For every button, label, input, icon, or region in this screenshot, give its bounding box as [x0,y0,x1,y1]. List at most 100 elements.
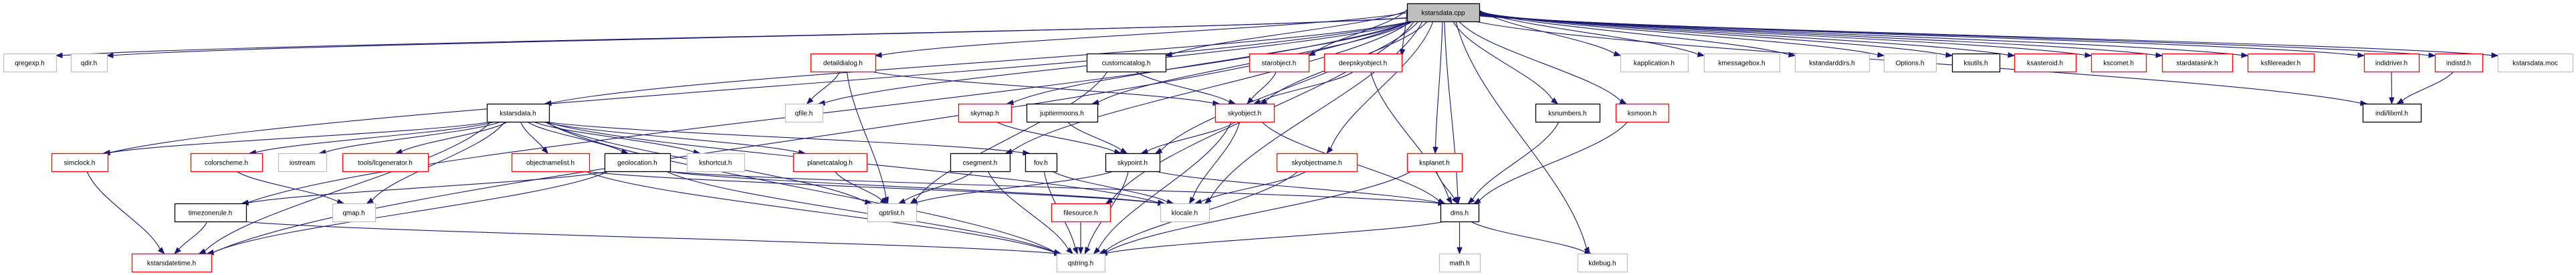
arrowhead-icon [1247,97,1254,105]
node-label: jupitermoons.h [1039,110,1084,118]
arrowhead-icon [1446,196,1453,205]
edge-deepskyobject-h-to-skyobject-h [1253,71,1354,105]
node-label: indidriver.h [2375,60,2407,68]
node-label: kstarsdata.moc [2512,60,2558,68]
node-ksnumbers-h[interactable]: ksnumbers.h [1535,103,1601,123]
node-filesource-h[interactable]: filesource.h [1051,203,1111,223]
node-jupitermoons-h[interactable]: jupitermoons.h [1026,103,1099,123]
node-box [2497,53,2574,73]
node-customcatalog-h[interactable]: customcatalog.h [1086,53,1167,73]
node-qdir-h: qdir.h [70,53,108,73]
arrowhead-icon [1140,148,1149,155]
node-ksfilereader-h[interactable]: ksfilereader.h [2247,53,2315,73]
edge-line [2401,71,2454,101]
node-stardatasink-h[interactable]: stardatasink.h [2161,53,2234,73]
edge-line [1479,15,2492,56]
node-colorscheme-h[interactable]: colorscheme.h [190,153,263,173]
node-label: kstarsdata.cpp [1421,10,1465,17]
node-kscomet-h[interactable]: kscomet.h [2090,53,2147,73]
arrowhead-icon [1697,51,1705,58]
arrowhead-icon [198,248,207,254]
edge-kstarsdata-h-to-qmap-h [366,121,506,204]
node-ksplanet-h[interactable]: ksplanet.h [1406,153,1463,173]
node-label: ksnumbers.h [1548,110,1586,118]
node-kstarsdata-h[interactable]: kstarsdata.h [486,103,550,123]
node-kstandarddirs-h: kstandarddirs.h [1794,53,1870,73]
edge-line [1479,121,1628,201]
node-geolocation-h[interactable]: geolocation.h [604,153,671,173]
node-label: objectnamelist.h [526,160,574,167]
node-label: stardatasink.h [2176,60,2218,68]
node-label: planetcatalog.h [807,160,853,167]
edge-kstarsdata-cpp-to-deepskyobject-h [1399,9,1408,57]
node-box [792,153,868,173]
edge-line [584,171,1055,253]
node-detaildialog-h[interactable]: detaildialog.h [810,53,877,73]
edge-kstarsdata-h-to-iostream [318,121,501,155]
node-box [604,153,671,173]
edge-line [533,121,694,153]
edge-line [1147,121,1236,152]
node-ksasteroid-h[interactable]: ksasteroid.h [2014,53,2077,73]
node-ksmoon-h[interactable]: ksmoon.h [1615,103,1670,123]
node-timezonerule-h[interactable]: timezonerule.h [174,203,247,223]
node-ksutils-h[interactable]: ksutils.h [1951,53,2001,73]
node-simclock-h[interactable]: simclock.h [51,153,109,173]
edge-line [988,171,1069,250]
edge-jupitermoons-h-to-skypoint-h [1067,121,1128,154]
node-starobject-h[interactable]: starobject.h [1249,53,1310,73]
edge-line [179,221,208,250]
node-skyobject-h[interactable]: skyobject.h [1214,103,1275,123]
edge-kstarsdata-h-to-planetcatalog-h [542,121,807,156]
edge-kstarsdata-cpp-to-qregexp-h [55,17,1408,58]
edge-colorscheme-h-to-qmap-h [236,171,345,205]
edge-line [204,121,492,252]
node-skymap-h[interactable]: skymap.h [958,103,1012,123]
node-objectnamelist-h[interactable]: objectnamelist.h [511,153,591,173]
node-label: timezonerule.h [189,210,233,217]
node-tools-lcgenerator-h[interactable]: tools/lcgenerator.h [342,153,429,173]
arrowhead-icon [1084,246,1091,255]
edge-kstarsdata-cpp-to-skypoint-h [1154,21,1419,154]
edge-line [241,221,1055,254]
edge-line [665,171,1439,204]
node-fov-h[interactable]: fov.h [1025,153,1058,173]
node-indi-lilxml-h[interactable]: indi/lilxml.h [2362,103,2422,123]
arrowhead-icon [1066,247,1073,254]
node-box [2362,103,2422,123]
edge-indidriver-h-to-indi-lilxml-h [2389,71,2395,105]
arrowhead-icon [1077,247,1084,255]
edge-objectnamelist-h-to-qstring-h [584,171,1062,256]
node-label: skypoint.h [1117,160,1148,167]
edge-line [1160,21,1419,151]
arrowhead-icon [1228,99,1237,105]
arrowhead-icon [1451,196,1459,205]
edge-timezonerule-h-to-qstring-h [241,221,1062,256]
arrowhead-icon [2241,52,2249,58]
node-dms-h[interactable]: dms.h [1440,203,1480,223]
edge-line [1011,21,1412,152]
edge-kstarsdata-cpp-to-starobject-h [1307,9,1408,56]
node-indidriver-h[interactable]: indidriver.h [2363,53,2420,73]
node-box [1620,53,1689,73]
node-skyobjectname-h[interactable]: skyobjectname.h [1276,153,1358,173]
node-label: skyobjectname.h [1291,160,1341,167]
arrowhead-icon [366,197,374,204]
node-label: ksmoon.h [1628,110,1656,118]
arrowhead-icon [1119,147,1128,154]
edge-detaildialog-h-to-qfile-h [806,71,841,104]
arrowhead-icon [2008,52,2016,58]
node-indistd-h[interactable]: indistd.h [2434,53,2484,73]
node-klocale-h: klocale.h [1160,203,1210,223]
node-skypoint-h[interactable]: skypoint.h [1105,153,1161,173]
node-kstarsdatetime-h[interactable]: kstarsdatetime.h [131,253,213,273]
node-box [958,103,1012,123]
node-csegment-h[interactable]: csegment.h [950,153,1011,173]
edge-line [1106,171,1412,253]
edge-kstarsdata-cpp-to-ksplanet-h [1432,21,1443,155]
edge-line [1052,171,1168,203]
node-box [1086,53,1167,73]
edge-line [1459,21,1622,102]
node-deepskyobject-h[interactable]: deepskyobject.h [1323,53,1403,73]
node-planetcatalog-h[interactable]: planetcatalog.h [792,153,868,173]
